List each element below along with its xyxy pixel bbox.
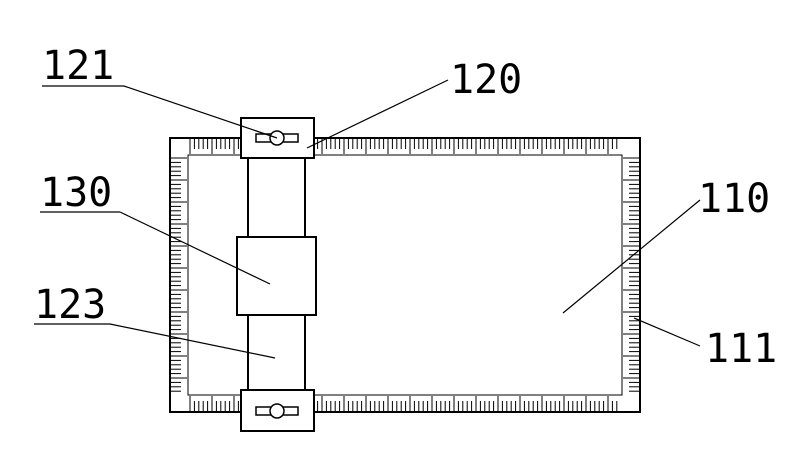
- plate-outer-border: [169, 137, 641, 413]
- label-123: 123: [34, 282, 106, 328]
- label-121: 121: [42, 43, 114, 89]
- label-120: 120: [450, 57, 522, 103]
- scale-ticks-left: [171, 157, 187, 392]
- bottom-clamp: [240, 389, 315, 432]
- label-110: 110: [698, 176, 770, 222]
- leader-line-110: [562, 199, 701, 314]
- leader-line-130: [119, 211, 271, 285]
- leader-line-121: [123, 85, 278, 139]
- plate-inner-border: [187, 154, 623, 396]
- leader-line-111: [633, 317, 701, 347]
- slider-block: [236, 236, 317, 316]
- scale-ticks-right: [623, 157, 639, 392]
- label-111: 111: [705, 326, 777, 372]
- label-130: 130: [40, 170, 112, 216]
- top-clamp: [240, 117, 315, 159]
- bottom-knob-icon: [269, 403, 285, 419]
- leader-line-123: [109, 323, 276, 359]
- leader-line-120: [306, 79, 449, 149]
